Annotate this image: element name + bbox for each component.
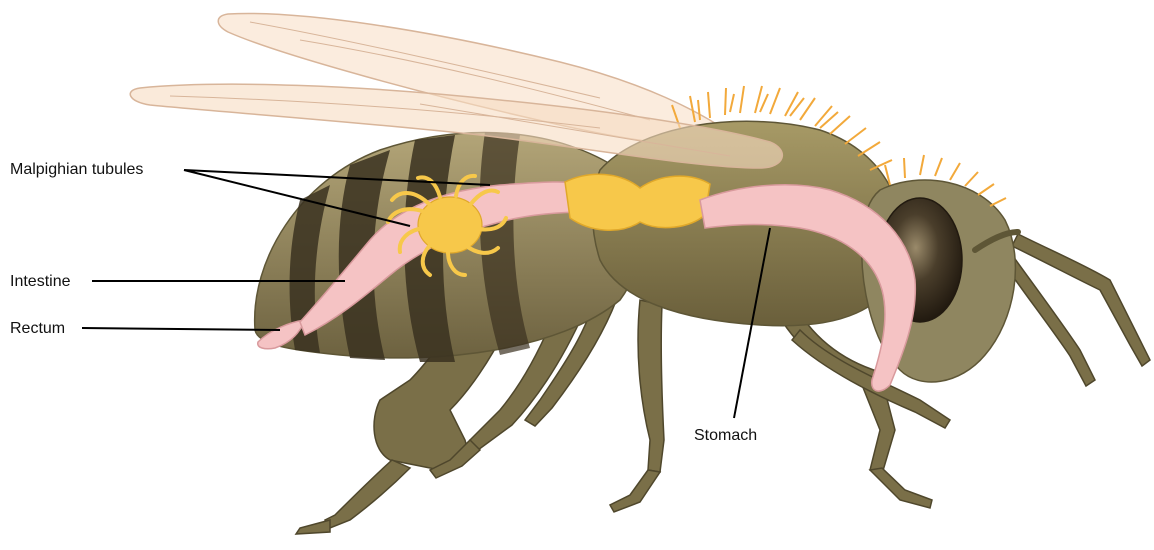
rectum-leader-line [82,328,280,330]
intestine-label: Intestine [10,273,70,291]
rectum-label: Rectum [10,320,65,338]
malpighian-tubules-label: Malpighian tubules [10,161,143,179]
stomach-label: Stomach [694,427,757,445]
